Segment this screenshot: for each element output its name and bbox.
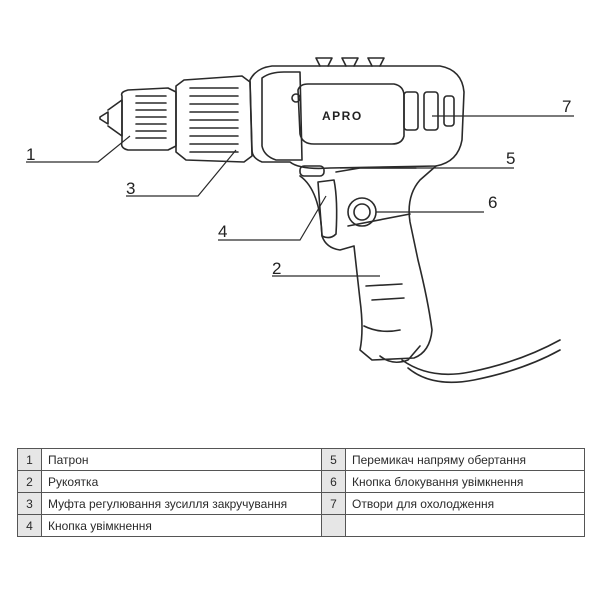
legend-number: 7 bbox=[321, 492, 346, 515]
legend-number: 2 bbox=[17, 470, 42, 493]
callout-line-1 bbox=[26, 135, 131, 163]
legend-number: 6 bbox=[321, 470, 346, 493]
legend-number: 3 bbox=[17, 492, 42, 515]
legend-label: Рукоятка bbox=[41, 470, 322, 493]
table-row: 2 Рукоятка 6 Кнопка блокування увімкненн… bbox=[17, 470, 585, 493]
callout-line-3 bbox=[126, 149, 237, 197]
legend-number: 5 bbox=[321, 448, 346, 471]
legend-label: Отвори для охолодження bbox=[345, 492, 585, 515]
chuck bbox=[99, 87, 177, 151]
table-row: 4 Кнопка увімкнення bbox=[17, 514, 585, 537]
callout-number-5: 5 bbox=[506, 149, 515, 168]
parts-legend-table: 1 Патрон 5 Перемикач напряму обертання 2… bbox=[17, 448, 585, 537]
power-cord bbox=[401, 339, 561, 384]
callout-number-3: 3 bbox=[126, 179, 135, 198]
legend-label: Кнопка блокування увімкнення bbox=[345, 470, 585, 493]
legend-label: Перемикач напряму обертання bbox=[345, 448, 585, 471]
legend-number: 1 bbox=[17, 448, 42, 471]
handle bbox=[299, 165, 437, 364]
callout-number-7: 7 bbox=[562, 97, 571, 116]
callout-number-1: 1 bbox=[26, 145, 35, 164]
drill-diagram: APRO 1 2 3 4 5 6 7 bbox=[26, 57, 574, 384]
legend-label: Патрон bbox=[41, 448, 322, 471]
motor-housing bbox=[249, 57, 465, 170]
torque-collar bbox=[175, 75, 253, 163]
legend-label: Кнопка увімкнення bbox=[41, 514, 322, 537]
table-row: 1 Патрон 5 Перемикач напряму обертання bbox=[17, 448, 585, 471]
legend-number: 4 bbox=[17, 514, 42, 537]
brand-logo: APRO bbox=[322, 109, 363, 123]
legend-label: Муфта регулювання зусилля закручування bbox=[41, 492, 322, 515]
callout-number-2: 2 bbox=[272, 259, 281, 278]
callout-number-6: 6 bbox=[488, 193, 497, 212]
callout-number-4: 4 bbox=[218, 222, 227, 241]
callout-line-4 bbox=[218, 195, 327, 241]
legend-empty-cell bbox=[321, 514, 346, 537]
table-row: 3 Муфта регулювання зусилля закручування… bbox=[17, 492, 585, 515]
legend-empty-cell bbox=[345, 514, 585, 537]
